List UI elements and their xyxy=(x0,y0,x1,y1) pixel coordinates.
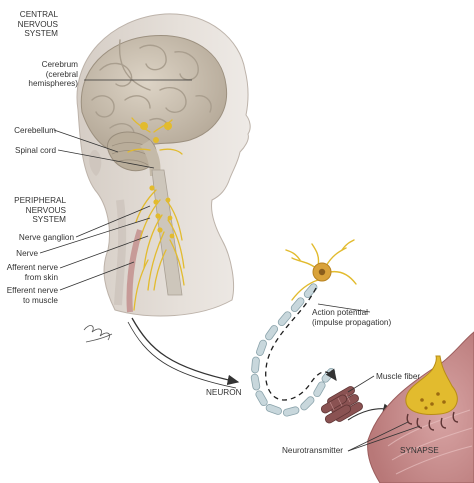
label-afferent-nerve: Afferent nerve from skin xyxy=(6,263,58,282)
neck-shadow xyxy=(114,199,127,306)
nerve-ganglia xyxy=(140,122,175,239)
cerebrum-folds xyxy=(91,39,212,135)
label-nerve-ganglion: Nerve ganglion xyxy=(18,233,74,242)
brain xyxy=(80,34,228,176)
synapse-detail xyxy=(367,331,474,483)
myelinated-axon xyxy=(250,283,336,417)
label-neuron: NEURON xyxy=(206,388,242,397)
label-muscle-fiber: Muscle fiber xyxy=(376,372,421,381)
label-efferent-nerve: Efferent nerve to muscle xyxy=(6,286,58,305)
efferent-nerve-path xyxy=(133,259,149,311)
receptors xyxy=(406,411,459,431)
vesicles xyxy=(420,392,446,410)
label-cerebellum: Cerebellum xyxy=(14,126,56,135)
label-neurotransmitter: Neurotransmitter xyxy=(282,446,343,455)
neuron-nucleus xyxy=(318,268,326,276)
muscle-fiber-bundle xyxy=(320,386,363,424)
throat-muscle xyxy=(126,229,143,313)
axon-terminal xyxy=(405,355,458,415)
label-central-nervous-system: CENTRAL NERVOUS SYSTEM xyxy=(17,10,58,38)
label-peripheral-nervous-system: PERIPHERAL NERVOUS SYSTEM xyxy=(14,196,66,224)
action-potential-arrow xyxy=(265,287,337,401)
zoom-arrow xyxy=(131,317,240,385)
label-synapse: SYNAPSE xyxy=(400,446,439,455)
label-action-potential: Action potential (impulse propagation) xyxy=(312,308,392,327)
leader-lines xyxy=(39,79,421,452)
label-cerebrum: Cerebrum (cerebral hemispheres) xyxy=(28,60,78,88)
neuron xyxy=(250,239,357,417)
zoom-arrow-outline xyxy=(127,321,237,389)
label-nerve: Nerve xyxy=(16,249,38,258)
label-spinal-cord: Spinal cord xyxy=(15,146,56,155)
artist-signature xyxy=(83,325,113,343)
